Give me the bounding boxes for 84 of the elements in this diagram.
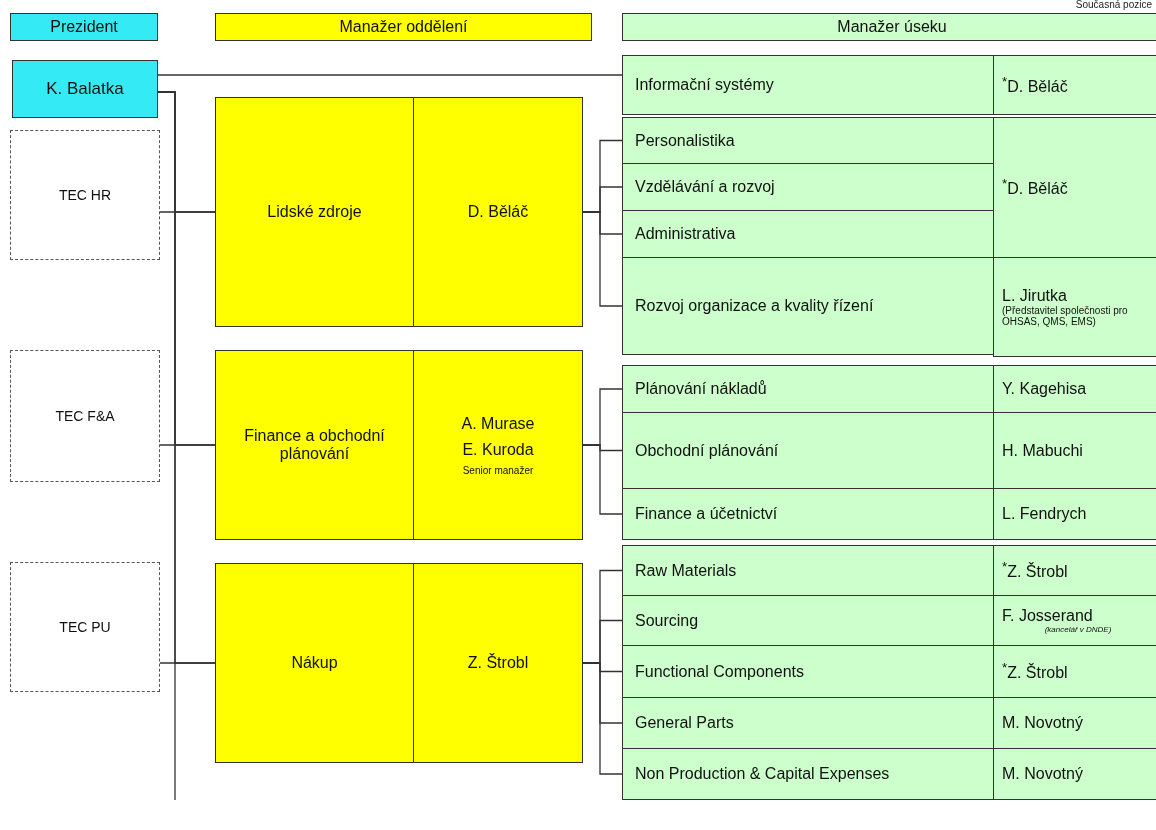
node-text: Finance a účetnictví (635, 505, 778, 523)
department-box (215, 563, 414, 763)
department-box (413, 350, 583, 540)
node-text: D. Běláč (467, 203, 529, 221)
node-text: TEC HR (58, 187, 112, 203)
manager-cell (993, 117, 1156, 258)
section-box (622, 645, 994, 698)
node-text: Manažer oddělení (339, 18, 468, 36)
header-box (622, 13, 1156, 41)
person-box (12, 60, 158, 118)
node-text: Obchodní plánování (635, 441, 779, 460)
node-text: $^{*}$D. Běláč (1002, 73, 1068, 97)
section-box (622, 488, 994, 540)
manager-cell (993, 645, 1156, 698)
section-box (622, 365, 994, 413)
node-text: Y. Kagehisa (1002, 380, 1087, 398)
section-box (622, 545, 994, 596)
node-text: Functional Components (635, 662, 804, 681)
manager-cell (993, 412, 1156, 489)
node-text: Administrativa (635, 225, 736, 243)
node-text: $^{*}$D. Běláč (1002, 176, 1068, 199)
dashed-box (10, 130, 160, 260)
connector-line (159, 444, 216, 446)
node-text: Rozvoj organizace a kvality řízení (635, 297, 874, 315)
node-text: Z. Štrobl (467, 654, 529, 672)
note-text: (kancelář v DNDE) (1044, 625, 1112, 634)
section-box (622, 697, 994, 749)
note-text: Senior manažer (462, 464, 534, 476)
node-text: Finance a obchodní plánování (243, 427, 386, 463)
node-text: A. Murase (461, 414, 535, 433)
node-text: Non Production & Capital Expenses (635, 765, 890, 783)
manager-cell (993, 257, 1156, 357)
connector-line (159, 211, 216, 213)
node-text: L. Jirutka (1002, 287, 1067, 305)
connector-line (582, 662, 623, 775)
dashed-box (10, 350, 160, 482)
manager-cell (993, 595, 1156, 646)
node-text: H. Mabuchi (1002, 441, 1083, 460)
connector-line (159, 662, 216, 664)
manager-cell (993, 545, 1156, 596)
node-text: Informační systémy (635, 76, 774, 94)
department-box (215, 97, 414, 327)
node-text: TEC PU (59, 619, 111, 635)
node-text: Plánování nákladů (635, 380, 767, 398)
connector-line (157, 74, 623, 76)
node-text: Manažer úseku (837, 18, 947, 36)
department-box (215, 350, 414, 540)
node-text: M. Novotný (1002, 714, 1083, 732)
node-text: $^{*}$Z. Štrobl (1002, 559, 1068, 582)
note-text: (Představitel společnosti pro OHSAS, QMS, EMS) (1002, 305, 1129, 327)
department-box (413, 97, 583, 327)
note-text: E. Kuroda (462, 440, 534, 459)
section-box (622, 55, 994, 115)
node-text: $^{*}$Z. Štrobl (1002, 660, 1068, 683)
header-box (215, 13, 592, 41)
node-text: Prezident (50, 18, 118, 36)
dashed-box (10, 562, 160, 692)
department-box (413, 563, 583, 763)
section-box (622, 748, 994, 800)
node-text: General Parts (635, 714, 734, 732)
manager-cell (993, 365, 1156, 413)
node-text: Lidské zdroje (267, 203, 362, 221)
node-text: Personalistika (635, 131, 735, 150)
node-text: K. Balatka (46, 79, 124, 99)
node-text: Vzdělávání a rozvoj (635, 178, 775, 196)
header-box (10, 13, 158, 41)
section-box (622, 163, 994, 211)
manager-cell (993, 697, 1156, 749)
node-text: Sourcing (635, 611, 699, 630)
node-text: F. Josserand (1002, 607, 1093, 625)
section-box (622, 412, 994, 489)
section-box (622, 117, 994, 164)
node-text: Raw Materials (635, 561, 737, 580)
manager-cell (993, 748, 1156, 800)
node-text: L. Fendrych (1002, 505, 1087, 523)
manager-cell (993, 55, 1156, 115)
section-box (622, 210, 994, 258)
node-text: Nákup (291, 654, 338, 672)
node-text: M. Novotný (1002, 765, 1083, 783)
section-box (622, 257, 994, 355)
node-text: TEC F&A (55, 408, 115, 424)
manager-cell (993, 488, 1156, 540)
connector-line (582, 444, 623, 515)
section-box (622, 595, 994, 646)
